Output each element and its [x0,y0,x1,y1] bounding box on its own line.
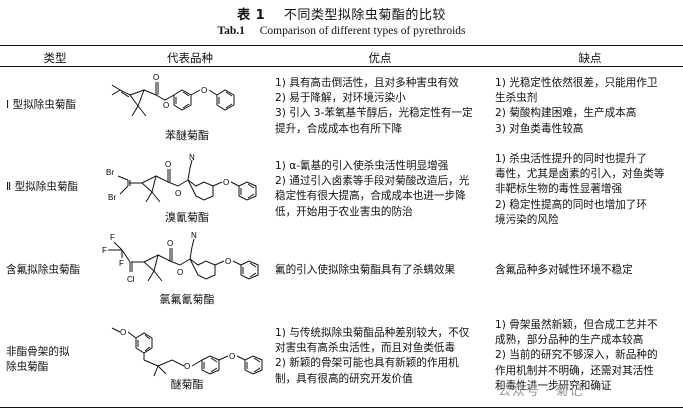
row-1-dis-line: 生杀虫剂 [495,92,538,105]
row-1-dis-line: 1) 光稳定性依然很差，只能用作卫 [495,77,658,89]
header-advantages: 优点 [368,51,392,65]
row-4-dis-line: 2) 当前的研究不够深入，新品种的 [495,349,658,362]
row-4-type-line: 除虫菊酯 [6,361,49,374]
table-caption-en: Comparison of different types of pyrethr… [259,25,466,37]
row-1-oxygen-labels: O O O [153,73,207,110]
row-2-dis-line: 毒性，尤其是卤素的引入，对鱼类等 [495,168,665,181]
row-2-carbonyl-o: O [165,160,171,169]
row-3-f-3: F [119,259,124,268]
row-3-ester-o: O [177,268,183,277]
row-4-structure: O O O [111,327,263,377]
row-2-adv-line: 1) α-氰基的引入使杀虫活性明显增强 [275,160,449,172]
row-2-dis-line: 非靶标生物的毒性显著增强 [495,183,623,196]
table-header-rule [0,66,683,67]
row-3-atom-labels: F F F Cl O O N O [102,231,231,284]
row-1-adv-line: 提升，合成成本也有所下降 [275,122,403,135]
row-2-dis-line: 2) 稳定性提高的同时也增加了环 [495,198,647,211]
row-2-br-upper: Br [106,168,114,177]
row-3-cl: Cl [127,275,135,284]
row-3-carbonyl-o: O [167,239,173,248]
row-4-dis-line: 和毒性进一步研究和确证 [495,379,612,392]
row-4-adv-line: 制，具有很高的研究开发价值 [275,372,413,385]
row-1-type: Ⅰ 型拟除虫菊酯 [6,98,102,113]
row-3-f-1: F [110,233,115,242]
row-1-adv-line: 3) 引入 3-苯氧基苄醇后，光稳定性有一定 [275,107,473,120]
row-4-ethoxy-o: O [120,328,126,337]
row-2-product-name: 溴氰菊酯 [165,211,209,224]
row-1-adv-line: 2) 易于降解，对环境污染小 [275,92,406,105]
header-product: 代表品种 [167,51,213,65]
row-4-product-name: 醚菊酯 [170,378,204,391]
row-2-structure: Br Br O O N O [106,153,257,203]
row-3-dis-line: 含氟品种多对碱性环境不稳定 [495,264,633,276]
header-disadvantages: 缺点 [578,51,602,65]
row-1-dis-line: 3) 对鱼类毒性较高 [495,122,584,135]
header-type: 类型 [43,51,67,65]
row-3-adv-line: 氟的引入使拟除虫菊酯具有了杀螨效果 [275,264,456,276]
table-number-cn: 表 1 [237,8,266,23]
row-2-disadvantages: 1) 杀虫活性提升的同时也提升了 毒性，尤其是卤素的引入，对鱼类等 非靶标生物的… [495,152,680,228]
row-4-dis-line: 成熟，部分品种的生产成本较高 [495,334,644,347]
row-3-disadvantages: 含氟品种多对碱性环境不稳定 [495,263,680,278]
table-title-cn: 表 1 不同类型拟除虫菊酯的比较 [0,4,683,23]
row-2-ether-o: O [223,178,229,187]
row-2-br-lower: Br [108,193,116,202]
row-3-type: 含氟拟除虫菊酯 [6,263,102,278]
row-4-type-line: 非酯骨架的拟 [6,346,70,358]
row-4-dis-line: 1) 骨架虽然新颖，但合成工艺并不 [495,319,658,331]
row-3-f-2: F [102,246,107,255]
row-3-structure: F F F Cl O O N O [102,231,259,284]
row-2-ester-o: O [175,189,181,198]
row-1-adv-line: 1) 具有高击倒活性，且对多种害虫有效 [275,77,459,89]
row-1-type-line: Ⅰ 型拟除虫菊酯 [6,99,77,111]
row-2-cyano-n: N [189,153,195,162]
row-4-adv-line: 2) 新颖的骨架可能也具有新颖的作用机 [275,357,459,370]
row-3-ether-o: O [225,257,231,266]
table-title-en: Tab.1 Comparison of different types of p… [0,25,683,37]
row-1-carbonyl-o: O [153,73,159,82]
table-bottom-rule [0,407,683,409]
row-2-adv-line: 稳定性有很大提高，合成成本也进一步降 [275,190,466,203]
row-1-advantages: 1) 具有高击倒活性，且对多种害虫有效 2) 易于降解，对环境污染小 3) 引入… [275,76,490,137]
row-4-atom-labels: O O O [120,328,235,371]
row-4-ether-o: O [184,362,190,371]
table-number-en: Tab.1 [217,25,245,37]
table-caption-cn: 不同类型拟除虫菊酯的比较 [283,8,446,23]
row-3-product-name: 氯氟氰菊酯 [159,293,215,306]
row-1-structure: O O O [111,73,235,117]
row-1-ether-o: O [201,86,207,95]
row-4-adv-line: 1) 与传统拟除虫菊酯品种差别较大，不仅 [275,327,470,339]
row-3-type-line: 含氟拟除虫菊酯 [6,264,81,276]
watermark: 公众号 · 菊记 [498,384,584,399]
table-top-rule [0,45,683,47]
row-3-cyano-n: N [191,231,197,240]
row-2-atom-labels: Br Br O O N O [106,153,229,202]
row-2-dis-line: 1) 杀虫活性提升的同时也提升了 [495,153,647,165]
row-4-advantages: 1) 与传统拟除虫菊酯品种差别较大，不仅 对害虫有高杀虫活性，而且对鱼类低毒 2… [275,326,490,387]
row-4-dis-line: 作用机制并不明确，还需对其活性 [495,364,654,377]
row-2-type-line: Ⅱ 型拟除虫菊酯 [6,181,79,193]
row-2-advantages: 1) α-氰基的引入使杀虫活性明显增强 2) 通过引入卤素等手段对菊酸改造后，光… [275,159,490,220]
row-2-type: Ⅱ 型拟除虫菊酯 [6,180,102,195]
row-2-adv-line: 低，开始用于农业害虫的防治 [275,205,413,218]
row-1-dis-line: 2) 菊酸构建困难，生产成本高 [495,107,637,120]
row-4-type: 非酯骨架的拟 除虫菊酯 [6,345,102,375]
row-3-advantages: 氟的引入使拟除虫菊酯具有了杀螨效果 [275,263,490,278]
row-4-disadvantages: 1) 骨架虽然新颖，但合成工艺并不 成熟，部分品种的生产成本较高 2) 当前的研… [495,318,680,394]
row-1-disadvantages: 1) 光稳定性依然很差，只能用作卫 生杀虫剂 2) 菊酸构建困难，生产成本高 3… [495,76,680,137]
row-4-adv-line: 对害虫有高杀虫活性，而且对鱼类低毒 [275,342,456,355]
row-2-adv-line: 2) 通过引入卤素等手段对菊酸改造后，光 [275,175,470,188]
row-1-product-name: 苯醚菊酯 [165,129,209,142]
row-4-phenoxy-o: O [229,352,235,361]
row-2-dis-line: 境污染的风险 [495,213,559,226]
row-1-ester-o: O [163,101,169,110]
